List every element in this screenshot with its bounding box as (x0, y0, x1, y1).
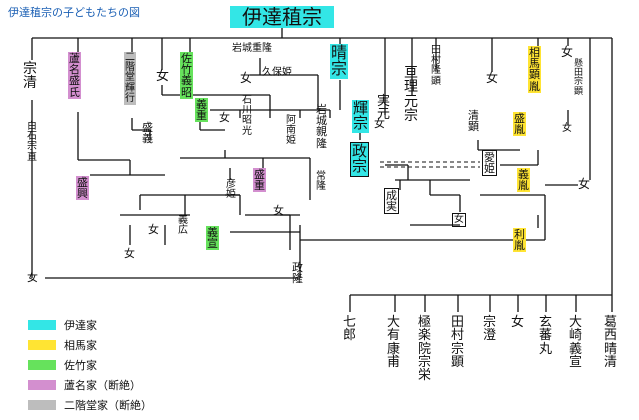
person-gokurakuin: 極楽院宗栄 (418, 315, 432, 383)
legend-label: 佐竹家 (64, 359, 97, 372)
person-daughter-k: 女 (148, 223, 159, 236)
legend-swatch (28, 320, 56, 330)
person-yoshitane: 義胤 (517, 168, 530, 193)
person-daughter-j: 女 (452, 213, 466, 228)
person-ashina-morishi: 蘆名盛氏 (68, 52, 81, 99)
root-person: 伊達稙宗 (230, 6, 334, 28)
person-kakeda-muneyoshi: 懸田宗顕 (574, 59, 584, 97)
person-daughter-l: 女 (124, 247, 135, 260)
person-iwaki-shigetaka: 岩城重隆 (232, 43, 272, 54)
person-osaki-yoshinao: 大崎義宣 (569, 315, 583, 370)
person-moriyoshi: 盛義 (142, 121, 153, 146)
person-megohime: 愛姫 (482, 150, 497, 177)
diagram-title: 伊達稙宗の子どもたちの図 (8, 6, 140, 19)
person-soma-moritane: 盛胤 (513, 112, 526, 137)
person-soma-akitane: 相馬顕胤 (528, 46, 541, 93)
person-daughter-c: 女 (486, 71, 499, 85)
legend-label: 伊達家 (64, 319, 97, 332)
person-shirotori: 白石宗直 (27, 121, 37, 163)
person-iwaki-chikataka: 岩城親隆 (316, 103, 327, 150)
person-daughter-i: 女 (273, 204, 284, 217)
person-kubohime: 久保姫 (262, 67, 292, 78)
legend-swatch (28, 380, 56, 390)
person-daughter-d: 女 (561, 45, 574, 59)
person-satake-yoshiaki: 佐竹義昭 (180, 52, 193, 99)
person-terumune: 輝宗 (352, 99, 370, 133)
person-daughter-h: 女 (374, 117, 385, 130)
person-yoshinobu: 義宣 (206, 226, 219, 251)
person-daughter-e: 女 (562, 123, 572, 134)
person-shichiro: 七郎 (343, 315, 357, 344)
person-daughter-a: 女 (156, 69, 170, 84)
person-sanemoto: 実元 (377, 94, 391, 123)
person-daughter-f: 女 (578, 177, 591, 191)
person-masataka: 政隆 (292, 261, 303, 286)
person-harumune: 晴宗 (330, 43, 349, 79)
legend-item-satake: 佐竹家 (28, 356, 152, 374)
person-kiyoaki: 清顕 (468, 109, 479, 134)
person-munetaka: 宗澄 (483, 315, 497, 344)
legend-item-date: 伊達家 (28, 316, 152, 334)
person-anan-hime: 阿南姫 (286, 115, 296, 147)
person-daughter-n: 女 (511, 315, 525, 330)
person-ishikawa-akimitsu: 石川昭光 (242, 95, 252, 137)
legend-item-ashina: 蘆名家（断絶） (28, 376, 152, 394)
person-daughter-m: 女 (27, 271, 38, 284)
person-masamune: 政宗 (350, 142, 370, 177)
person-soshin: 宗清 (23, 61, 37, 92)
person-shigemune: 成実 (384, 188, 399, 215)
person-tamura-munekiyo: 田村宗顕 (451, 315, 465, 370)
person-oarimunenaga: 大有康甫 (387, 315, 401, 370)
person-yoshishige: 義重 (195, 98, 208, 123)
legend-label: 蘆名家（断絶） (64, 379, 141, 392)
person-daughter-g: 女 (219, 111, 230, 124)
legend-item-nikaido: 二階堂家（断絶） (28, 396, 152, 414)
person-watari-motomune: 亘理元宗 (404, 65, 418, 124)
legend-item-soma: 相馬家 (28, 336, 152, 354)
person-toshitane: 利胤 (513, 228, 526, 253)
person-gempumaru: 玄蕃丸 (539, 315, 553, 357)
person-hikohime: 彦姫 (226, 179, 236, 201)
legend-swatch (28, 340, 56, 350)
person-daughter-b: 女 (240, 71, 253, 85)
person-tamura-takaaki: 田村隆顕 (431, 45, 441, 87)
person-nikaido-teruyuki: 二階堂輝行 (124, 52, 136, 105)
person-tsunetaka: 常隆 (316, 171, 326, 193)
legend-label: 二階堂家（断絶） (64, 399, 152, 412)
person-ashina-morioki: 盛興 (76, 176, 89, 201)
person-kasai-harukiyo: 葛西晴清 (604, 315, 618, 370)
person-morishige: 盛重 (253, 168, 266, 193)
legend: 伊達家 相馬家 佐竹家 蘆名家（断絶） 二階堂家（断絶） (28, 316, 152, 416)
person-yoshihiro: 義広 (178, 215, 188, 237)
legend-swatch (28, 360, 56, 370)
legend-swatch (28, 400, 56, 410)
legend-label: 相馬家 (64, 339, 97, 352)
